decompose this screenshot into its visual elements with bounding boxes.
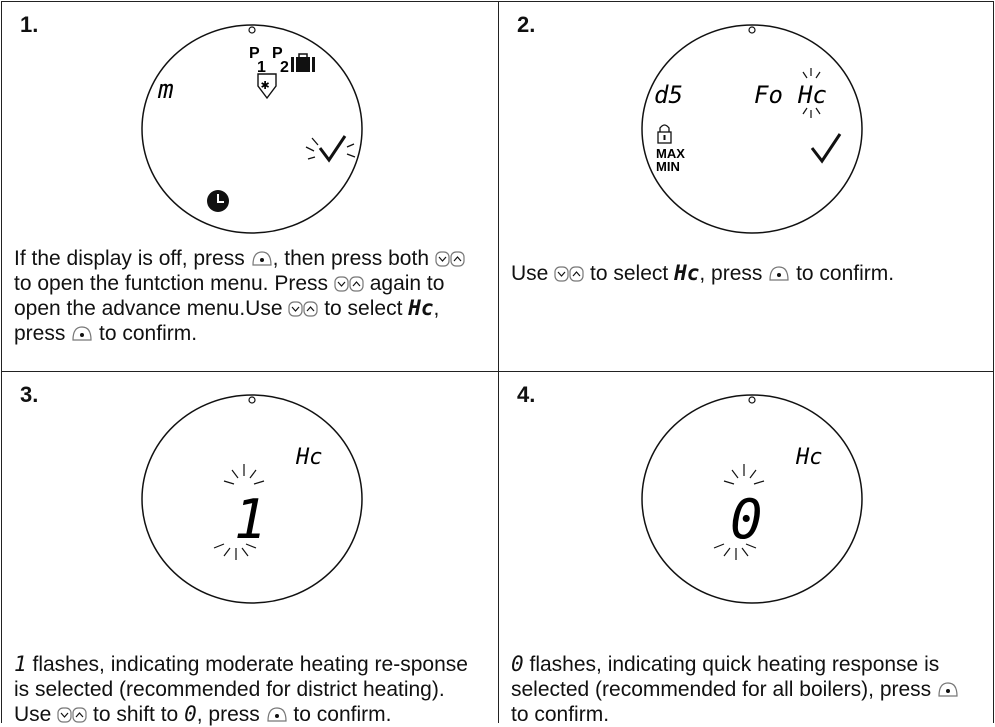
down-up-arrows-icon xyxy=(435,251,465,267)
max-label: MAX xyxy=(656,146,685,161)
display-value: 0 xyxy=(730,488,763,551)
display-code: Hc xyxy=(795,445,823,470)
step-panel-2: 2. d5 Fo Hc MAX MIN Use to select Hc, pr… xyxy=(498,1,994,372)
display-code: Hc xyxy=(295,445,323,470)
ok-button-icon xyxy=(266,707,287,722)
display-code: m xyxy=(157,75,174,105)
clock-icon xyxy=(207,190,229,212)
indicator-led-icon xyxy=(748,396,756,404)
value-glyph: 0 xyxy=(184,702,197,726)
step-number: 3. xyxy=(20,382,39,407)
selected-code: Hc xyxy=(797,81,827,109)
confirm-check-icon xyxy=(810,133,842,164)
ok-button-icon xyxy=(769,266,789,281)
step-number: 2. xyxy=(517,12,536,37)
frost-shield-icon: ✱ xyxy=(257,73,277,100)
display-value: 1 xyxy=(234,488,267,551)
flash-rays-icon xyxy=(802,68,821,118)
thermostat-display: m P 1 P 2 ✱ xyxy=(141,24,363,234)
value-glyph: 0 xyxy=(511,652,524,676)
display-code-right: Fo xyxy=(754,81,783,109)
thermostat-display: d5 Fo Hc MAX MIN xyxy=(641,24,863,234)
down-up-arrows-icon xyxy=(334,276,364,292)
svg-text:✱: ✱ xyxy=(261,79,270,92)
hc-code: Hc xyxy=(408,296,434,320)
step-panel-1: 1. m P 1 P 2 ✱ xyxy=(1,1,499,372)
svg-text:1: 1 xyxy=(257,59,266,76)
step-instructions: If the display is off, press , then pres… xyxy=(14,246,484,346)
value-glyph: 1 xyxy=(14,652,27,676)
ok-button-icon xyxy=(938,682,958,697)
hc-code: Hc xyxy=(674,261,700,285)
step-number: 1. xyxy=(20,12,39,37)
step-panel-4: 4. Hc 0 0 flashes, indicating quick heat… xyxy=(498,371,994,726)
p1-label: P 1 xyxy=(249,45,266,76)
flash-rays-icon xyxy=(713,464,765,560)
display-code-left: d5 xyxy=(654,81,683,109)
min-label: MIN xyxy=(656,159,680,174)
indicator-led-icon xyxy=(248,396,256,404)
down-up-arrows-icon xyxy=(288,301,318,317)
svg-text:P: P xyxy=(272,45,283,62)
svg-text:2: 2 xyxy=(280,59,289,76)
down-up-arrows-icon xyxy=(57,707,87,723)
thermostat-display: Hc 1 xyxy=(141,394,363,604)
step-instructions: 0 flashes, indicating quick heating resp… xyxy=(511,652,981,727)
p2-label: P 2 xyxy=(272,45,289,76)
indicator-led-icon xyxy=(748,26,756,34)
lock-icon xyxy=(657,124,672,144)
thermostat-display: Hc 0 xyxy=(641,394,863,604)
indicator-led-icon xyxy=(248,26,256,34)
confirm-check-icon xyxy=(305,135,356,163)
step-instructions: Use to select Hc, press to confirm. xyxy=(511,261,895,285)
down-up-arrows-icon xyxy=(554,266,584,282)
step-number: 4. xyxy=(517,382,536,407)
ok-button-icon xyxy=(72,326,92,341)
svg-text:P: P xyxy=(249,45,260,62)
step-instructions: 1 flashes, indicating moderate heating r… xyxy=(14,652,468,726)
suitcase-icon xyxy=(291,53,315,72)
ok-button-icon xyxy=(251,251,272,266)
flash-rays-icon xyxy=(213,464,265,560)
step-panel-3: 3. Hc 1 1 flashes, indicating moderate h… xyxy=(1,371,499,726)
